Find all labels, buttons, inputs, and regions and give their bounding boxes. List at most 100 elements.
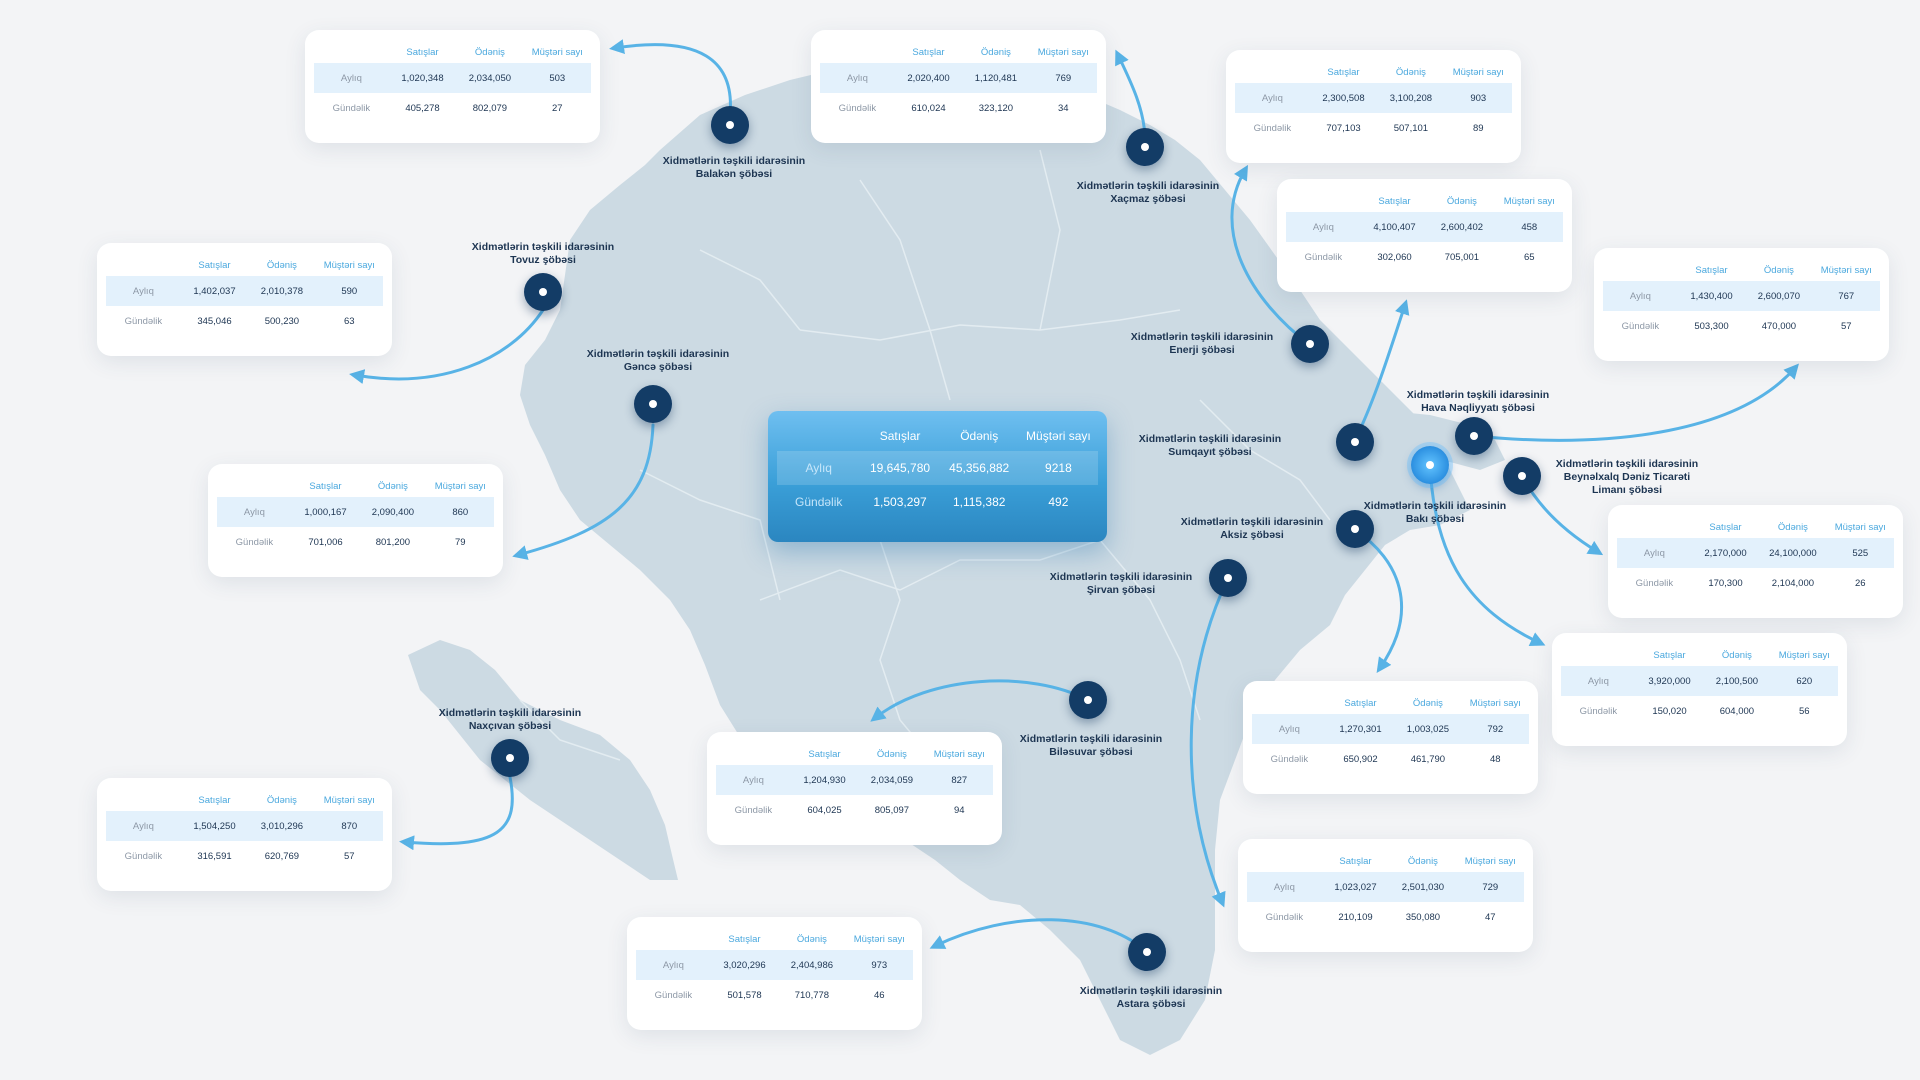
monthly-sales: 3,020,296 <box>710 950 779 980</box>
location-pin-icon[interactable] <box>1503 457 1541 495</box>
monthly-payment: 1,003,025 <box>1394 714 1462 744</box>
monthly-payment: 2,010,378 <box>248 276 316 306</box>
daily-customers: 47 <box>1485 912 1496 923</box>
monthly-customers: 620 <box>1770 666 1838 696</box>
customers-header: Müştəri sayı <box>434 480 486 492</box>
daily-payment: 323,120 <box>978 103 1014 114</box>
daily-sales: 701,006 <box>308 537 343 548</box>
payment-header: Ödəniş <box>796 933 827 945</box>
monthly-payment: 2,090,400 <box>359 497 427 527</box>
daily-customers: 79 <box>455 537 466 548</box>
payment-header: Ödəniş <box>1412 697 1443 709</box>
customers-header: Müştəri sayı <box>1503 195 1555 207</box>
monthly-customers: 827 <box>925 765 993 795</box>
payment-header: Ödəniş <box>266 259 297 271</box>
monthly-customers: 973 <box>845 950 913 980</box>
customers-header: Müştəri sayı <box>323 259 375 271</box>
daily-customers: 89 <box>1473 123 1484 134</box>
summary-card: Satışlar Ödəniş Müştəri sayı Aylıq 19,64… <box>768 411 1107 542</box>
customers-header: Müştəri sayı <box>323 794 375 806</box>
daily-sales: 650,902 <box>1343 754 1378 765</box>
arrow-bilesuvar <box>870 679 1090 722</box>
payment-header: Ödəniş <box>980 46 1011 58</box>
location-pin-icon[interactable] <box>1291 325 1329 363</box>
monthly-label: Aylıq <box>777 451 861 485</box>
daily-customers: 27 <box>552 103 563 114</box>
daily-customers: 56 <box>1799 706 1810 717</box>
monthly-label: Aylıq <box>1603 281 1678 311</box>
customers-header: Müştəri sayı <box>933 748 985 760</box>
branch-label-astara: Xidmətlərin təşkili idarəsinin Astara şö… <box>1079 985 1223 1010</box>
location-pin-icon[interactable] <box>1455 417 1493 455</box>
daily-customers: 48 <box>1490 754 1501 765</box>
location-pin-icon[interactable] <box>711 106 749 144</box>
daily-label: Gündəlik <box>654 990 693 1001</box>
table-row: Aylıq 19,645,780 45,356,882 9218 <box>777 451 1098 485</box>
monthly-label: Aylıq <box>106 276 181 306</box>
payment-header: Ödəniş <box>1763 264 1794 276</box>
location-pin-icon[interactable] <box>1069 681 1107 719</box>
daily-payment: 801,200 <box>375 537 411 548</box>
monthly-label: Aylıq <box>1561 666 1636 696</box>
customers-header: Müştəri sayı <box>853 933 905 945</box>
location-pin-icon[interactable] <box>1336 423 1374 461</box>
monthly-customers: 903 <box>1444 83 1512 113</box>
daily-payment: 604,000 <box>1719 706 1755 717</box>
location-pin-icon[interactable] <box>634 385 672 423</box>
daily-label: Gündəlik <box>124 851 163 862</box>
location-pin-icon[interactable] <box>1411 446 1449 484</box>
table-row: Gündəlik 1,503,297 1,115,382 492 <box>777 485 1098 519</box>
sales-header: Satışlar <box>406 46 439 58</box>
monthly-payment: 2,034,059 <box>858 765 926 795</box>
daily-customers: 34 <box>1058 103 1069 114</box>
monthly-sales: 1,023,027 <box>1321 872 1390 902</box>
arrow-astara <box>929 918 1149 954</box>
daily-payment: 805,097 <box>874 805 910 816</box>
monthly-label: Aylıq <box>820 63 895 93</box>
branch-label-enerji: Xidmətlərin təşkili idarəsinin Enerji şö… <box>1130 331 1274 356</box>
location-pin-icon[interactable] <box>524 273 562 311</box>
location-pin-icon[interactable] <box>1336 510 1374 548</box>
location-pin-icon[interactable] <box>1128 933 1166 971</box>
monthly-payment: 45,356,882 <box>939 451 1019 485</box>
payment-header: Ödəniş <box>1407 855 1438 867</box>
daily-payment: 461,790 <box>1410 754 1446 765</box>
branch-label-naxcivan: Xidmətlərin təşkili idarəsinin Naxçıvan … <box>438 707 582 732</box>
location-pin-icon[interactable] <box>491 739 529 777</box>
location-pin-icon[interactable] <box>1126 128 1164 166</box>
location-pin-icon[interactable] <box>1209 559 1247 597</box>
mainland-shape <box>520 55 1470 1055</box>
branch-label-gence: Xidmətlərin təşkili idarəsinin Gəncə şöb… <box>586 348 730 373</box>
monthly-customers: 503 <box>523 63 591 93</box>
sales-header: Satışlar <box>198 259 231 271</box>
customers-header: Müştəri sayı <box>1469 697 1521 709</box>
daily-payment: 620,769 <box>264 851 300 862</box>
daily-payment: 710,778 <box>794 990 830 1001</box>
